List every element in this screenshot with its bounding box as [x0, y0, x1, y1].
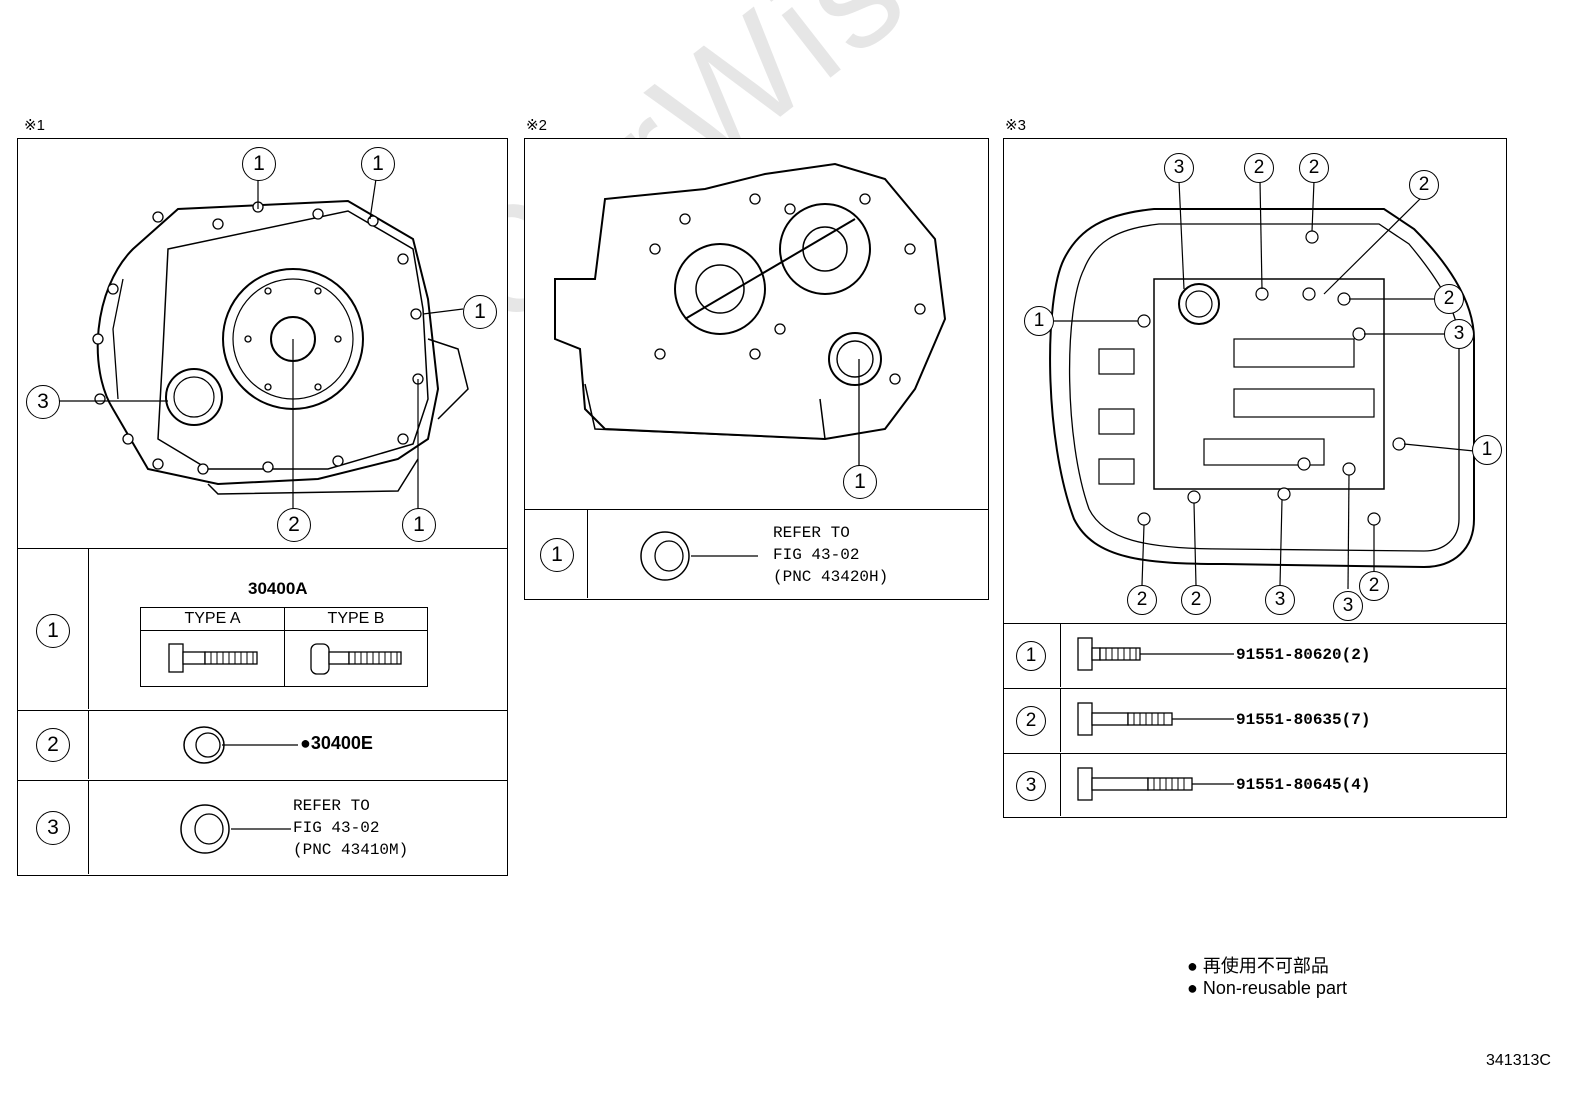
part-number-91551-80645: 91551-80645(4) — [1236, 776, 1371, 794]
valve-body-illustration — [1049, 180, 1475, 590]
callout-1: 1 — [361, 147, 395, 181]
row-number-1: 1 — [36, 614, 70, 648]
parts-row-3: 3 REFER TO FIG 43-02 (PNC 43410M) — [18, 780, 507, 875]
type-a-label: TYPE A — [184, 610, 241, 627]
callout-2: 2 — [1434, 284, 1464, 314]
row-number-3: 3 — [1016, 771, 1046, 801]
parts-row-1: 1 30400A TYPE A TYPE B — [18, 548, 507, 710]
parts-row-1: 1 REFER TO FIG 43-02 (PNC 43420H) — [525, 509, 988, 599]
row-number-1: 1 — [1016, 641, 1046, 671]
row-number-2: 2 — [1016, 706, 1046, 736]
callout-1: 1 — [402, 508, 436, 542]
callout-3: 3 — [1265, 585, 1295, 615]
bolt-long-icon — [1077, 767, 1234, 801]
row-number-1: 1 — [540, 538, 574, 572]
callout-3: 3 — [26, 385, 60, 419]
callout-3: 3 — [1333, 591, 1363, 621]
refer-to-text: REFER TO FIG 43-02 (PNC 43420H) — [773, 524, 889, 586]
callout-3: 3 — [1164, 153, 1194, 183]
callout-2: 2 — [1409, 170, 1439, 200]
part-number-30400E: ●30400E — [300, 733, 373, 753]
parts-row-1: 1 91551-80620(2) — [1004, 623, 1506, 688]
bolt-short-icon — [1077, 637, 1234, 671]
panel-3: 3 2 2 2 1 2 3 1 2 2 3 3 2 1 91551-80620(… — [1003, 138, 1507, 818]
transmission-front-illustration — [59, 178, 469, 509]
parts-row-2: 2 ●30400E — [18, 710, 507, 780]
callout-1: 1 — [843, 465, 877, 499]
panel-2: 1 1 REFER TO FIG 43-02 (PNC 43420H) — [524, 138, 989, 600]
callout-1: 1 — [242, 147, 276, 181]
part-number-30400A: 30400A — [248, 579, 308, 598]
part-number-91551-80620: 91551-80620(2) — [1236, 646, 1371, 664]
parts-row-3: 3 91551-80645(4) — [1004, 753, 1506, 817]
bearing-icon — [640, 531, 758, 581]
callout-2: 2 — [1181, 585, 1211, 615]
callout-3: 3 — [1444, 319, 1474, 349]
panel-1-label: ※1 — [24, 117, 45, 134]
panel-2-label: ※2 — [526, 117, 547, 134]
panel-3-label: ※3 — [1005, 117, 1026, 134]
type-b-label: TYPE B — [327, 610, 385, 627]
legend-jp: ● 再使用不可部品 — [1187, 956, 1329, 976]
callout-2: 2 — [277, 508, 311, 542]
callout-2: 2 — [1359, 571, 1389, 601]
callout-1: 1 — [1024, 306, 1054, 336]
bolt-medium-icon — [1077, 702, 1234, 736]
transmission-side-illustration — [554, 162, 947, 469]
callout-2: 2 — [1299, 153, 1329, 183]
row-number-3: 3 — [36, 811, 70, 845]
bolt-type-a-icon — [168, 643, 258, 673]
figure-code: 341313C — [1486, 1052, 1551, 1069]
callout-2: 2 — [1127, 585, 1157, 615]
oil-seal-icon — [183, 726, 298, 764]
part-number-91551-80635: 91551-80635(7) — [1236, 711, 1371, 729]
row-number-2: 2 — [36, 728, 70, 762]
bolt-type-b-icon — [310, 643, 402, 675]
callout-1: 1 — [1472, 435, 1502, 465]
legend-en: ● Non-reusable part — [1187, 978, 1347, 998]
callout-2: 2 — [1244, 153, 1274, 183]
parts-row-2: 2 91551-80635(7) — [1004, 688, 1506, 753]
panel-1: 1 1 1 3 2 1 1 30400A TYPE A TYPE B — [17, 138, 508, 876]
callout-1: 1 — [463, 295, 497, 329]
refer-to-text: REFER TO FIG 43-02 (PNC 43410M) — [293, 797, 409, 859]
type-table: TYPE A TYPE B — [140, 607, 428, 687]
bearing-icon — [180, 804, 291, 854]
